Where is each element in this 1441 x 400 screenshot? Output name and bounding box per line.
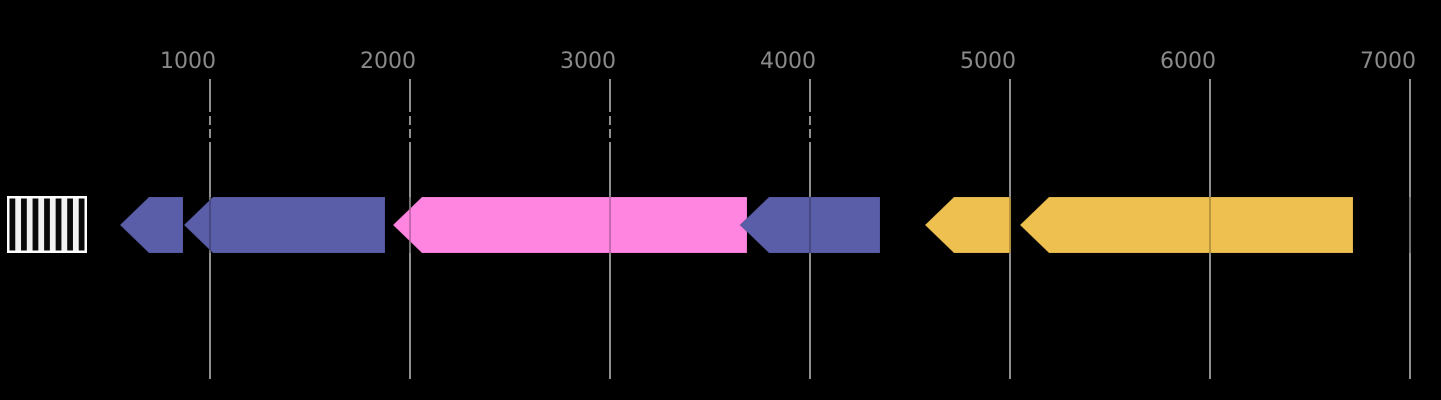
hatch-stripe — [32, 198, 39, 251]
tick-label-3000: 3000 — [560, 49, 616, 74]
gene-arrow-gene-1 — [119, 196, 184, 254]
hatch-stripe — [78, 198, 85, 251]
gene-arrow-gene-3 — [392, 196, 748, 254]
tick-label-6000: 6000 — [1160, 49, 1216, 74]
tick-label-1000: 1000 — [160, 49, 216, 74]
tick-label-5000: 5000 — [960, 49, 1016, 74]
tick-label-2000: 2000 — [360, 49, 416, 74]
tick-label-4000: 4000 — [760, 49, 816, 74]
tick-label-7000: 7000 — [1360, 49, 1416, 74]
gene-arrow-gene-6 — [1019, 196, 1354, 254]
hatch-stripe — [21, 198, 27, 251]
hatch-stripe — [44, 198, 50, 251]
hatch-stripe — [67, 198, 73, 251]
gene-arrow-gene-5 — [924, 196, 1012, 254]
hatch-stripe — [9, 198, 16, 251]
gene-arrow-gene-2 — [183, 196, 386, 254]
hatch-stripe — [55, 198, 62, 251]
gene-arrow-gene-4 — [739, 196, 881, 254]
